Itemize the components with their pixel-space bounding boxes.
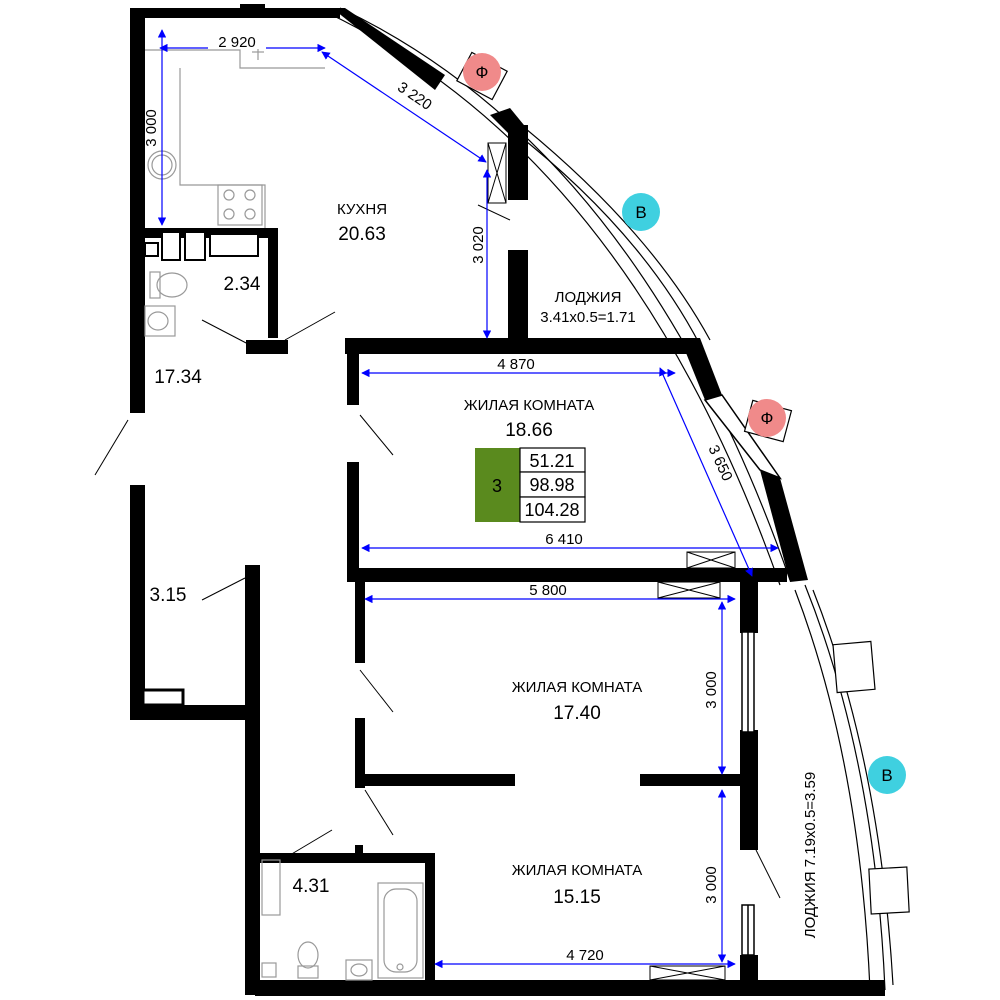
wc-fixtures-top	[144, 231, 259, 261]
hall-area: 17.34	[154, 367, 202, 388]
wc-fixtures	[144, 271, 188, 337]
loggia-right-formula: ЛОДЖИЯ 7.19x0.5=3.59	[802, 772, 819, 938]
dim-living2-top: 5 800	[529, 582, 567, 599]
living3-area: 15.15	[553, 887, 601, 908]
living1-name: ЖИЛАЯ КОМНАТА	[464, 397, 595, 414]
living3-name: ЖИЛАЯ КОМНАТА	[512, 862, 643, 879]
rooms-count-badge	[475, 448, 520, 522]
bath-area: 4.31	[293, 876, 330, 897]
living-area-value: 51.21	[529, 451, 574, 471]
facade-marker-1-label: Ф	[476, 63, 489, 82]
facade-marker-1	[463, 53, 501, 91]
vent-marker-1	[622, 193, 660, 231]
total-area-value: 98.98	[529, 475, 574, 495]
vent-marker-2-label: В	[881, 766, 892, 785]
rooms-count: 3	[492, 476, 502, 496]
facade-marker-2-label: Ф	[761, 409, 774, 428]
dim-kitchen-top: 2 920	[218, 34, 256, 51]
dim-living1-top: 4 870	[497, 356, 535, 373]
vent-marker-1-label: В	[635, 203, 646, 222]
markers: Ф Ф В В	[463, 53, 906, 794]
kitchen-counter	[145, 45, 325, 228]
area-summary: 3 51.21 98.98 104.28	[475, 447, 586, 523]
dimension-labels: 2 920 3 000 3 220 3 020 4 870 3 650 6 41…	[143, 33, 736, 964]
dim-living3-bottom: 4 720	[566, 947, 604, 964]
dim-living1-bottom: 6 410	[545, 531, 583, 548]
loggia-top-formula: 3.41x0.5=1.71	[540, 309, 636, 326]
living1-area: 18.66	[505, 420, 553, 441]
dim-kitchen-left: 3 000	[143, 109, 160, 147]
room-labels: КУХНЯ 20.63 ЛОДЖИЯ 3.41x0.5=1.71 2.34 17…	[150, 201, 819, 938]
dim-living2-right: 3 000	[703, 671, 720, 709]
bath-fixtures	[261, 859, 424, 981]
vent-marker-2	[868, 756, 906, 794]
total-with-loggias-value: 104.28	[524, 500, 579, 520]
wc-area: 2.34	[224, 274, 261, 295]
loggia-top-name: ЛОДЖИЯ	[555, 289, 622, 306]
storage-area: 3.15	[150, 585, 187, 606]
facade-marker-2	[748, 399, 786, 437]
dimension-lines	[157, 29, 779, 969]
living2-area: 17.40	[553, 703, 601, 724]
walls	[130, 4, 885, 996]
dim-living3-right: 3 000	[703, 866, 720, 904]
door-swings	[94, 204, 781, 899]
kitchen-name: КУХНЯ	[337, 201, 387, 218]
kitchen-area: 20.63	[338, 224, 386, 245]
living2-name: ЖИЛАЯ КОМНАТА	[512, 679, 643, 696]
dim-kitchen-right: 3 020	[470, 226, 487, 264]
